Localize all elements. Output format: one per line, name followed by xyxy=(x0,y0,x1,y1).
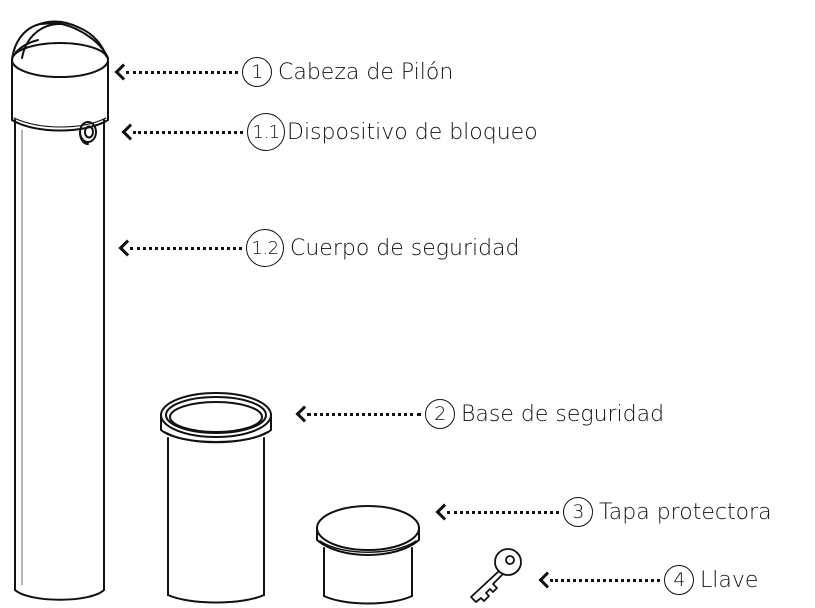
callout-label-tapa: Tapa protectora xyxy=(599,499,772,525)
arrow-left-icon xyxy=(114,55,242,89)
bollard-head xyxy=(11,20,109,132)
callout-dispositivo: 1.1 Dispositivo de bloqueo xyxy=(121,113,538,151)
callout-label-cuerpo: Cuerpo de seguridad xyxy=(290,235,520,261)
callout-base: 2 Base de seguridad xyxy=(295,397,664,431)
arrow-left-icon xyxy=(538,563,664,597)
callout-label-cabeza: Cabeza de Pilón xyxy=(278,59,454,85)
callout-number-1-1: 1.1 xyxy=(247,113,285,151)
arrow-left-icon xyxy=(118,231,246,265)
callout-tapa: 3 Tapa protectora xyxy=(435,495,772,529)
callout-number-4: 4 xyxy=(664,565,694,595)
callout-cuerpo: 1.2 Cuerpo de seguridad xyxy=(118,229,520,267)
arrow-left-icon xyxy=(295,397,425,431)
callout-label-dispositivo: Dispositivo de bloqueo xyxy=(287,119,538,145)
security-base xyxy=(160,392,272,604)
callout-number-3: 3 xyxy=(563,497,593,527)
arrow-left-icon xyxy=(435,495,563,529)
callout-number-2: 2 xyxy=(425,399,455,429)
protective-cap xyxy=(316,505,420,605)
callout-label-llave: Llave xyxy=(700,567,759,593)
callout-number-1-2: 1.2 xyxy=(246,229,284,267)
callout-llave: 4 Llave xyxy=(538,563,758,597)
arrow-left-icon xyxy=(121,115,247,149)
locking-device xyxy=(79,121,97,145)
security-body-tube xyxy=(14,119,105,601)
key-icon xyxy=(470,548,522,603)
callout-cabeza: 1 Cabeza de Pilón xyxy=(114,55,453,89)
callout-label-base: Base de seguridad xyxy=(461,401,665,427)
callout-number-1: 1 xyxy=(242,57,272,87)
